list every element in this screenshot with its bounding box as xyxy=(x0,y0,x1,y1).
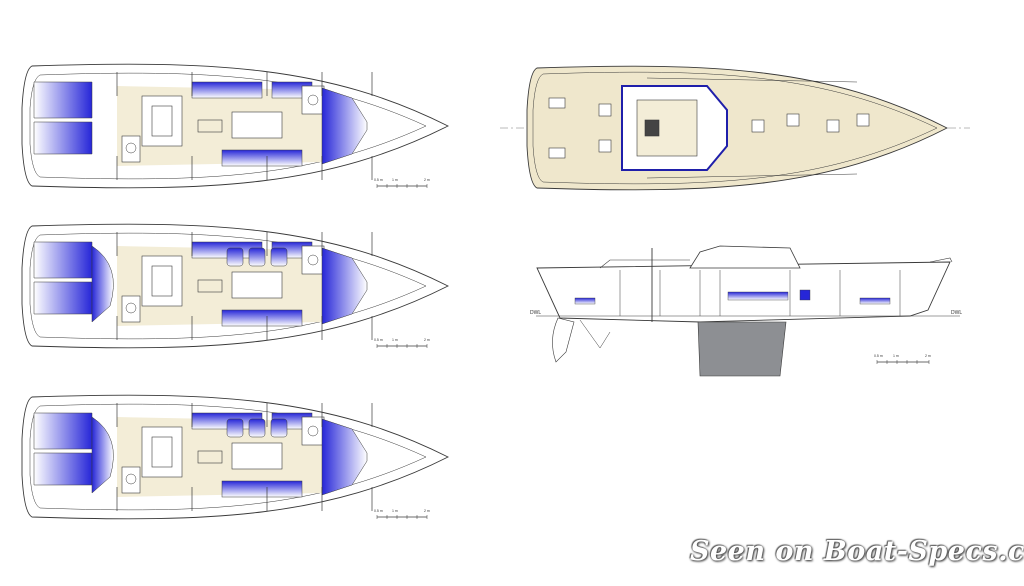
rudder xyxy=(552,317,575,363)
aft-berth-lower xyxy=(33,121,93,155)
toilet-forward xyxy=(307,425,319,437)
profile-v-berth xyxy=(859,297,891,305)
toe-rail xyxy=(532,71,938,185)
inner-hull-line xyxy=(29,232,427,340)
deck-hatch xyxy=(598,139,612,153)
steering-pedestal xyxy=(644,119,660,137)
genoa-track xyxy=(646,77,858,83)
profile-aft-berth xyxy=(574,297,596,305)
scale-label: 2 m xyxy=(424,509,430,513)
deckhouse xyxy=(689,245,801,269)
toilet-forward xyxy=(307,254,319,266)
deck-hatch xyxy=(751,119,765,133)
deck-plan xyxy=(500,65,970,191)
dwl-right-label: DWL xyxy=(951,310,962,316)
armchair xyxy=(248,247,266,267)
head-aft xyxy=(121,135,141,163)
head-aft xyxy=(121,466,141,494)
aft-berth-lower xyxy=(33,281,93,315)
deck-hatch xyxy=(826,119,840,133)
saloon-table xyxy=(231,442,283,470)
profile-plan: DWL DWL Chain Locker Diesel Appr. 800 li… xyxy=(530,245,962,377)
accommodation-plan-3: 0.5 m 1 m 2 m xyxy=(21,394,450,520)
saloon-table xyxy=(231,111,283,139)
floor-hatch xyxy=(197,279,223,293)
aft-berth-lower xyxy=(33,452,93,486)
skeg xyxy=(579,319,611,349)
head-forward xyxy=(301,85,325,115)
accommodation-plan-2: 0.5 m 1 m 2 m xyxy=(21,223,450,349)
inner-hull-line xyxy=(29,72,427,180)
settee-starboard xyxy=(221,480,303,498)
stern-locker xyxy=(548,97,566,109)
aft-berth-upper xyxy=(33,241,93,279)
galley-sink xyxy=(151,265,173,297)
toilet-forward xyxy=(307,94,319,106)
armchair xyxy=(270,247,288,267)
stern-locker xyxy=(548,147,566,159)
aft-berth-upper xyxy=(33,412,93,450)
inner-hull-line xyxy=(29,403,427,511)
scale-label: 1 m xyxy=(392,178,398,182)
galley-sink xyxy=(151,105,173,137)
saloon-table xyxy=(231,271,283,299)
armchair xyxy=(270,418,288,438)
profile-cushion xyxy=(799,289,811,301)
scale-label: 0.5 m xyxy=(374,509,383,513)
scale-label: 2 m xyxy=(424,178,430,182)
armchair xyxy=(226,418,244,438)
cockpit-coaming-profile xyxy=(599,259,690,269)
accommodation-plan-1: 0.5 m 1 m 2 m xyxy=(21,63,450,189)
dwl-left-label: DWL xyxy=(530,310,541,316)
scale-label: 1 m xyxy=(392,509,398,513)
scale-label: 0.5 m xyxy=(374,178,383,182)
floor-hatch xyxy=(197,450,223,464)
scale-label: 0.5 m xyxy=(374,338,383,342)
aft-berth-upper xyxy=(33,81,93,119)
armchair xyxy=(226,247,244,267)
armchair xyxy=(248,418,266,438)
floor-hatch xyxy=(197,119,223,133)
scale-label: 1 m xyxy=(392,338,398,342)
toilet xyxy=(125,142,137,154)
profile-settee xyxy=(727,291,789,301)
galley-sink xyxy=(151,436,173,468)
head-aft xyxy=(121,295,141,323)
scale-label: 1 m xyxy=(893,354,899,358)
aft-berth-curve xyxy=(91,416,114,494)
scale-label: 2 m xyxy=(925,354,931,358)
deck-hull xyxy=(526,65,948,191)
watermark: Seen on Boat-Specs.com xyxy=(690,536,1024,567)
deck-hatch xyxy=(856,113,870,127)
deck-hatch xyxy=(786,113,800,127)
toilet xyxy=(125,302,137,314)
galley-block xyxy=(141,426,183,478)
galley-block xyxy=(141,255,183,307)
toilet xyxy=(125,473,137,485)
scale-label: 0.5 m xyxy=(874,354,883,358)
head-forward xyxy=(301,245,325,275)
keel xyxy=(697,321,787,377)
settee-starboard xyxy=(221,149,303,167)
head-forward xyxy=(301,416,325,446)
deck-hatch xyxy=(598,103,612,117)
scale-label: 2 m xyxy=(424,338,430,342)
genoa-track xyxy=(646,173,858,179)
galley-block xyxy=(141,95,183,147)
settee-port xyxy=(191,81,263,99)
bow-pulpit xyxy=(929,257,953,263)
aft-berth-curve xyxy=(91,245,114,323)
settee-starboard xyxy=(221,309,303,327)
